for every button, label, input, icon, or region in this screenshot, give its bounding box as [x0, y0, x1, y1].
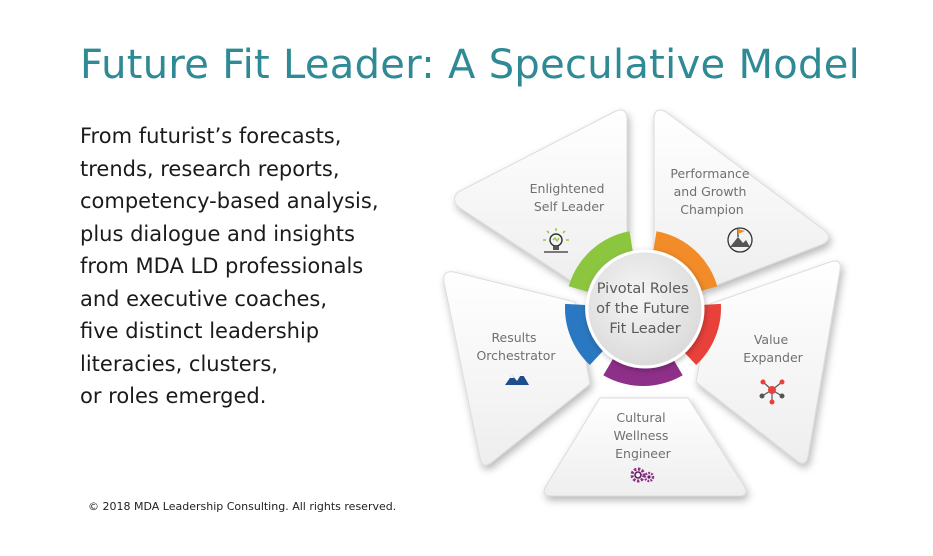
mountains-chart-icon [505, 373, 529, 385]
role-label-line: and Growth [674, 184, 747, 199]
body-line: five distinct leadership [80, 319, 320, 343]
ring-arc-blue [564, 303, 604, 365]
petal-cultural-wellness-engineer [543, 397, 747, 497]
slide-title: Future Fit Leader: A Speculative Model [80, 42, 861, 88]
role-label-value-expander: Value Expander [743, 332, 803, 365]
body-line: From futurist’s forecasts, [80, 124, 342, 148]
ring-arc-red [682, 303, 722, 365]
role-label-line: Value [754, 332, 789, 347]
role-label-line: Self Leader [534, 199, 605, 214]
role-label-line: Expander [743, 350, 803, 365]
role-label-line: Wellness [614, 428, 669, 443]
role-label-results-orchestrator: Results Orchestrator [476, 330, 556, 363]
body-line: or roles emerged. [80, 384, 267, 408]
role-label-line: Results [491, 330, 536, 345]
role-label-enlightened-self-leader: Enlightened Self Leader [530, 181, 609, 214]
body-line: competency-based analysis, [80, 189, 379, 213]
hub-circle [585, 249, 705, 369]
lightbulb-icon [543, 228, 569, 253]
role-label-line: Performance [670, 166, 750, 181]
hub-label-line: Pivotal Roles [597, 281, 689, 297]
network-icon [759, 379, 785, 405]
ring-arc-green [568, 231, 633, 292]
summit-flag-icon [727, 227, 753, 253]
gears-icon [630, 467, 655, 483]
copyright-notice: © 2018 MDA Leadership Consulting. All ri… [88, 500, 397, 513]
petal-performance-growth-champion [653, 109, 830, 291]
hub-label-line: Fit Leader [609, 321, 680, 337]
body-line: from MDA LD professionals [80, 254, 364, 278]
role-label-line: Orchestrator [476, 348, 556, 363]
body-line: literacies, clusters, [80, 351, 278, 376]
petal-enlightened-self-leader [454, 109, 628, 289]
role-label-performance-growth-champion: Performance and Growth Champion [670, 166, 753, 217]
role-label-line: Enlightened [530, 181, 605, 196]
body-line: trends, research reports, [80, 156, 340, 181]
role-label-line: Champion [680, 202, 743, 217]
role-label-line: Engineer [615, 446, 672, 461]
role-label-line: Cultural [616, 410, 665, 425]
hub-label: Pivotal Roles of the Future Fit Leader [596, 281, 694, 337]
ring-arc-orange [653, 231, 718, 292]
petal-results-orchestrator [443, 271, 591, 466]
body-text: From futurist’s forecasts, trends, resea… [80, 120, 420, 413]
body-line: plus dialogue and insights [80, 221, 355, 246]
role-label-cultural-wellness-engineer: Cultural Wellness Engineer [614, 410, 673, 461]
hub-label-line: of the Future [596, 301, 689, 317]
body-line: and executive coaches, [80, 286, 328, 311]
petal-value-expander [695, 260, 841, 464]
